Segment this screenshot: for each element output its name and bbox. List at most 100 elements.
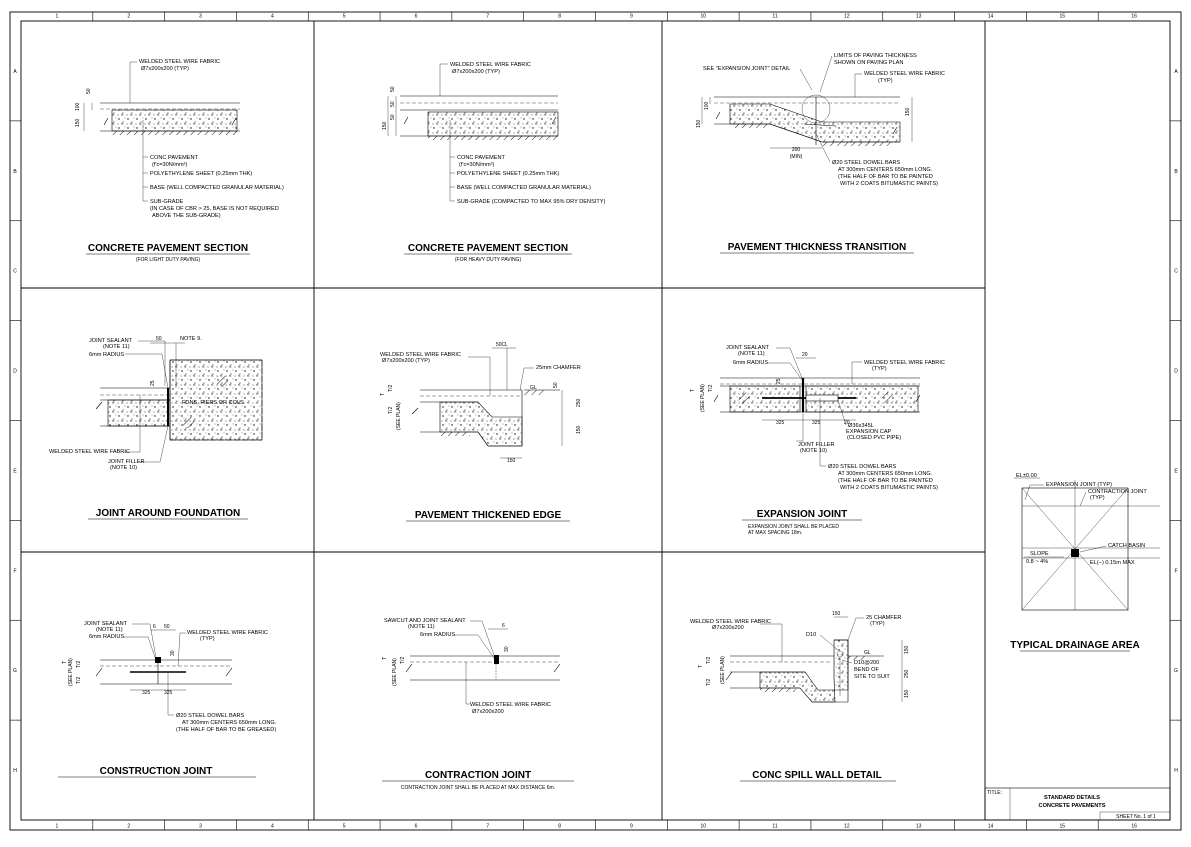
label-cap-2: EXPANSION CAP bbox=[846, 429, 892, 435]
label-chamfer: 25mm CHAMFER bbox=[536, 365, 581, 371]
label-subgrade: SUB-GRADE bbox=[150, 199, 184, 205]
dim-t-half: T/2 bbox=[708, 385, 714, 392]
label-poly-sheet: POLYETHYLENE SHEET (0.25mm THK) bbox=[150, 171, 252, 177]
dim-50: 50 bbox=[390, 101, 396, 107]
row-marker-left: H bbox=[13, 768, 17, 774]
label-cap-3: (CLOSED PVC PIPE) bbox=[847, 435, 901, 441]
label-typ: (TYP) bbox=[872, 366, 887, 372]
panel-light-duty-section: 150 100 50 WELDED STEEL WIRE FABRIC Ø7x2… bbox=[75, 59, 284, 263]
panel-title: CONC SPILL WALL DETAIL bbox=[752, 770, 881, 781]
dim-325: 325 bbox=[812, 420, 821, 426]
column-marker-bottom: 12 bbox=[844, 824, 850, 830]
column-marker-bottom: 8 bbox=[558, 824, 561, 830]
row-marker-right: A bbox=[1174, 69, 1178, 75]
row-marker-right: D bbox=[1174, 369, 1178, 375]
panel-spill-wall-detail: GL 150 25 CHAMFER (TYP) D10 D10@200 BEND… bbox=[690, 611, 910, 782]
label-see-plan: (SEE PLAN) bbox=[68, 658, 74, 686]
row-marker-left: A bbox=[13, 69, 17, 75]
label-expansion-ref: SEE "EXPANSION JOINT" DETAIL bbox=[703, 66, 790, 72]
label-see-plan: (SEE PLAN) bbox=[392, 658, 398, 686]
panel-title: TYPICAL DRAINAGE AREA bbox=[1010, 640, 1139, 651]
label-d10-200: D10@200 bbox=[854, 660, 879, 666]
label-wire-fabric: WELDED STEEL WIRE FABRIC bbox=[380, 352, 461, 358]
label-typ: (TYP) bbox=[200, 636, 215, 642]
dim-150: 150 bbox=[576, 425, 582, 434]
sheet-number: SHEET No. 1 of 1 bbox=[1116, 814, 1156, 820]
column-marker-top: 12 bbox=[844, 14, 850, 20]
panel-title: CONCRETE PAVEMENT SECTION bbox=[408, 243, 568, 254]
dim-t-half: T/2 bbox=[76, 677, 82, 684]
dim-t: T bbox=[382, 657, 388, 660]
label-typ: (TYP) bbox=[870, 621, 885, 627]
label-joint-sealant: JOINT SEALANT bbox=[84, 621, 128, 627]
dim-100: 100 bbox=[75, 102, 81, 111]
column-marker-bottom: 14 bbox=[988, 824, 994, 830]
label-wire-fabric: WELDED STEEL WIRE FABRIC bbox=[690, 619, 771, 625]
title-line-2: CONCRETE PAVEMENTS bbox=[1039, 803, 1106, 809]
label-subgrade-note-1: (IN CASE OF CBR > 25, BASE IS NOT REQUIR… bbox=[150, 206, 279, 212]
label-d10: D10 bbox=[806, 632, 816, 638]
label-see-plan: (SEE PLAN) bbox=[720, 656, 726, 684]
panel-construction-joint: JOINT SEALANT (NOTE 11) 6mm RADIUS 6 50 … bbox=[58, 621, 277, 778]
dim-150: 150 bbox=[832, 611, 841, 617]
label-note-11: (NOTE 11) bbox=[408, 624, 435, 630]
dim-150: 150 bbox=[904, 645, 910, 654]
dim-t-half: T/2 bbox=[76, 661, 82, 668]
label-note-9: NOTE 9. bbox=[180, 336, 202, 342]
dim-t-half: T/2 bbox=[388, 407, 394, 414]
panel-typical-drainage-area: EL±0.00 EXPANSION JOINT (TYP) CONTRACTIO… bbox=[1010, 473, 1160, 652]
column-marker-top: 7 bbox=[486, 14, 489, 20]
label-limits-2: SHOWN ON PAVING PLAN bbox=[834, 60, 903, 66]
label-expansion-joint: EXPANSION JOINT (TYP) bbox=[1046, 482, 1112, 488]
label-6mm-radius: 6mm RADIUS bbox=[420, 632, 455, 638]
label-bend-2: SITE TO SUIT bbox=[854, 674, 890, 680]
dim-t-half: T/2 bbox=[706, 679, 712, 686]
label-joint-filler: JOINT FILLER bbox=[798, 442, 835, 448]
column-marker-bottom: 15 bbox=[1060, 824, 1066, 830]
dim-150: 150 bbox=[507, 458, 516, 464]
column-marker-bottom: 2 bbox=[127, 824, 130, 830]
column-marker-top: 8 bbox=[558, 14, 561, 20]
column-marker-top: 2 bbox=[127, 14, 130, 20]
dim-325: 325 bbox=[776, 420, 785, 426]
dim-25: 25 bbox=[776, 378, 782, 384]
row-marker-right: F bbox=[1174, 568, 1177, 574]
row-marker-left: E bbox=[13, 468, 17, 474]
label-dowel-3: (THE HALF OF BAR TO BE GREASED) bbox=[176, 727, 276, 733]
title-label: TITLE: bbox=[987, 790, 1002, 796]
label-wire-fabric: WELDED STEEL WIRE FABRIC bbox=[450, 62, 531, 68]
column-marker-top: 16 bbox=[1131, 14, 1137, 20]
dim-t-half: T/2 bbox=[388, 385, 394, 392]
column-marker-bottom: 11 bbox=[772, 824, 777, 830]
column-marker-bottom: 4 bbox=[271, 824, 274, 830]
row-marker-left: F bbox=[13, 568, 16, 574]
label-conc-pavement: CONC PAVEMENT bbox=[457, 155, 506, 161]
dim-6: 6 bbox=[153, 624, 156, 630]
dim-150: 150 bbox=[382, 121, 388, 130]
panel-title: EXPANSION JOINT bbox=[757, 509, 847, 520]
label-wire-fabric: WELDED STEEL WIRE FABRIC bbox=[864, 71, 945, 77]
row-marker-right: B bbox=[1174, 169, 1178, 175]
label-see-plan: (SEE PLAN) bbox=[396, 402, 402, 430]
label-dowel-1: Ø20 STEEL DOWEL BARS bbox=[832, 160, 901, 166]
label-joint-sealant: JOINT SEALANT bbox=[89, 338, 133, 344]
label-base: BASE (WELL COMPACTED GRANULAR MATERIAL) bbox=[150, 185, 284, 191]
dim-20: 20 bbox=[802, 352, 808, 358]
dim-t: T bbox=[698, 665, 704, 668]
dim-50: 50 bbox=[86, 88, 92, 94]
column-marker-top: 1 bbox=[56, 14, 59, 20]
label-wire-fabric: WELDED STEEL WIRE FABRIC bbox=[49, 449, 130, 455]
label-wire-size: Ø7x200x200 bbox=[472, 709, 504, 715]
dim-t: T bbox=[690, 389, 696, 392]
label-wire-size: Ø7x200x200 bbox=[712, 625, 744, 631]
panel-heavy-duty-section: 150 50 50 50 WELDED STEEL WIRE FABRIC Ø7… bbox=[382, 62, 606, 263]
label-conc-strength: (f'c=30N/mm²) bbox=[459, 162, 495, 168]
dim-t: T bbox=[62, 661, 68, 664]
label-slope: SLOPE bbox=[1030, 551, 1049, 557]
title-line-1: STANDARD DETAILS bbox=[1044, 795, 1100, 801]
label-dowel-2: AT 300mm CENTERS 650mm LONG. bbox=[182, 720, 277, 726]
panel-thickness-transition: 150 100 150 200 (MIN) SEE "EXPANSION JOI… bbox=[696, 53, 945, 254]
